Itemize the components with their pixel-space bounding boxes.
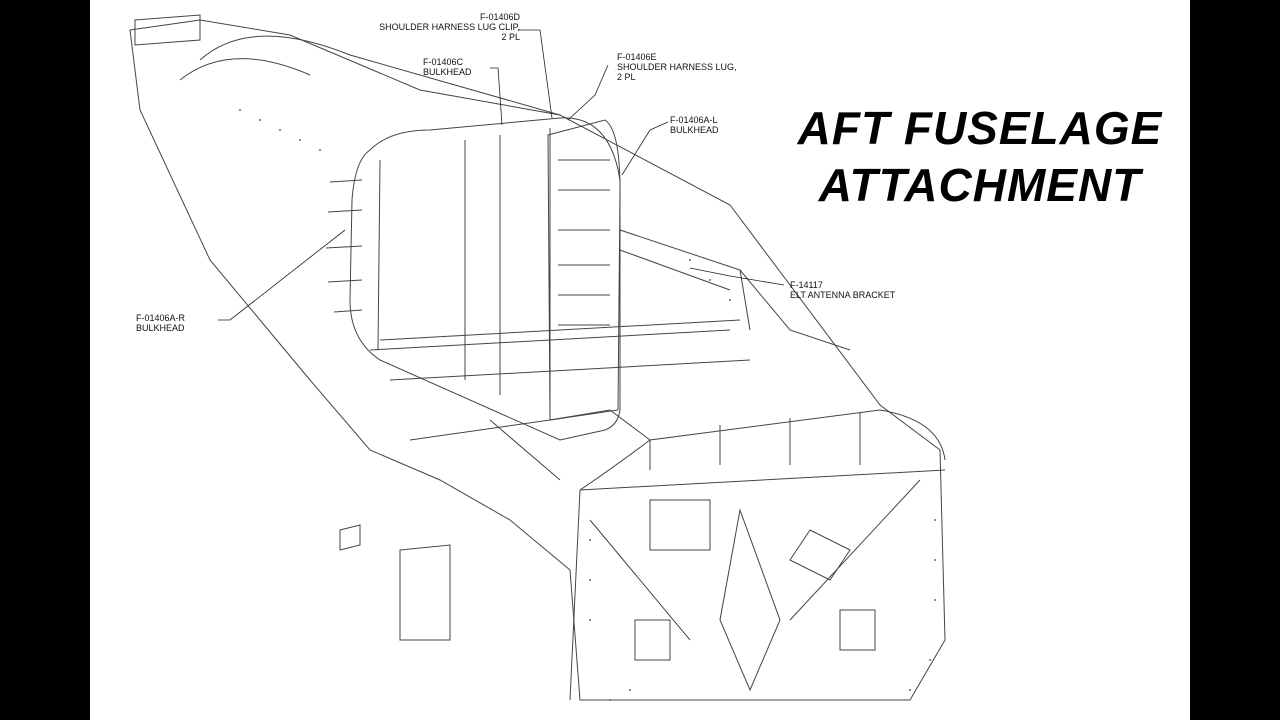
page-title-line2: ATTACHMENT [818, 159, 1142, 211]
callout-description: BULKHEAD [670, 125, 719, 135]
leader-line-f01406e [567, 64, 609, 121]
callout-f01406a-l: F-01406A-L BULKHEAD [670, 115, 719, 135]
leader-line-f01406c [490, 67, 503, 126]
callout-part-number: F-01406A-L [670, 115, 718, 125]
callout-f01406a-r: F-01406A-R BULKHEAD [136, 313, 185, 333]
drawing-canvas: AFT FUSELAGE ATTACHMENT F-01406D SHOULDE… [90, 0, 1190, 720]
callout-f01406d: F-01406D SHOULDER HARNESS LUG CLIP, 2 PL [365, 12, 520, 42]
callout-description: BULKHEAD [423, 67, 472, 77]
callout-f01406e: F-01406E SHOULDER HARNESS LUG, 2 PL [617, 52, 737, 82]
callout-part-number: F-01406E [617, 52, 657, 62]
callout-quantity: 2 PL [617, 72, 636, 82]
callout-description: ELT ANTENNA BRACKET [790, 290, 896, 300]
leader-line-f14117 [689, 267, 785, 286]
callout-part-number: F-01406D [479, 12, 520, 22]
callout-description: SHOULDER HARNESS LUG, [617, 62, 737, 72]
callout-f01406c: F-01406C BULKHEAD [423, 57, 472, 77]
callout-f14117: F-14117 ELT ANTENNA BRACKET [790, 280, 895, 300]
fuselage-drawing [129, 14, 946, 701]
leader-line-f01406a-r [218, 229, 346, 321]
callout-description: BULKHEAD [136, 323, 185, 333]
callout-part-number: F-01406A-R [136, 313, 186, 323]
page-title-line1: AFT FUSELAGE [797, 102, 1163, 154]
leader-line-f01406a-l [621, 121, 669, 176]
callout-part-number: F-01406C [423, 57, 464, 67]
callout-part-number: F-14117 [790, 280, 823, 290]
leader-line-f01406d [518, 29, 553, 119]
callout-quantity: 2 PL [501, 32, 520, 42]
callout-description: SHOULDER HARNESS LUG CLIP, [379, 22, 520, 32]
